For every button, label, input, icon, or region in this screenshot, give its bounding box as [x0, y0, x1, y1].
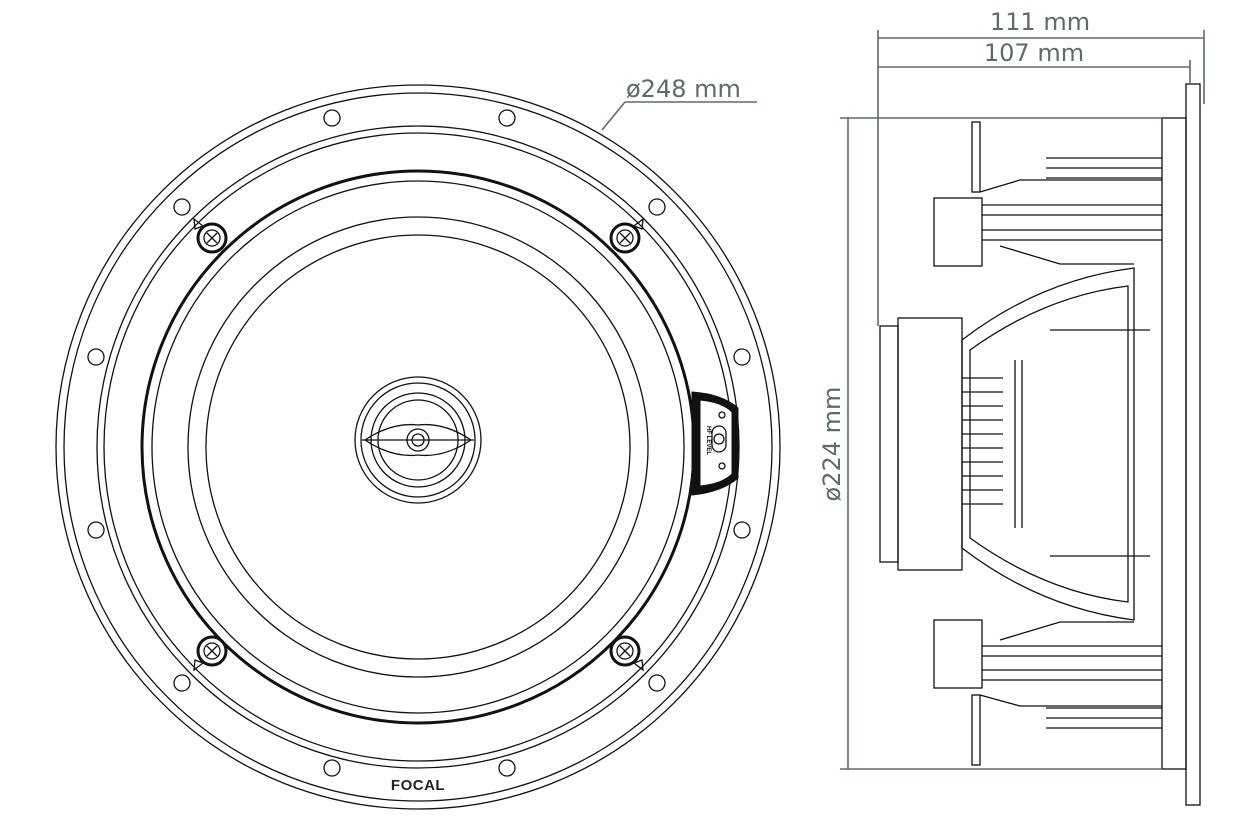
screw-top-right	[609, 217, 644, 254]
clamp-top	[933, 121, 1162, 267]
clamp-bottom	[933, 619, 1162, 766]
cutout-diameter-dimension: ø224 mm	[818, 117, 1162, 770]
grille-ring-outer	[96, 125, 740, 769]
screw-top-left	[193, 217, 228, 254]
depth-total-label: 111 mm	[990, 8, 1090, 36]
woofer-cone-outer	[187, 216, 649, 678]
tweeter	[354, 376, 482, 504]
outer-diameter-label: ø248 mm	[626, 75, 741, 103]
mounting-holes	[87, 109, 751, 777]
side-view: 111 mm 107 mm ø224 mm	[818, 8, 1205, 806]
woofer-cone	[205, 234, 631, 660]
speaker-surround-outer	[140, 169, 696, 725]
screw-bottom-left	[193, 635, 228, 672]
speaker-surround	[151, 180, 685, 714]
outer-flange	[55, 84, 781, 810]
front-view: HF LEVEL FOCAL ø248 mm	[55, 75, 781, 810]
hf-level-switch: HF LEVEL	[691, 391, 739, 496]
hf-level-label: HF LEVEL	[705, 426, 711, 455]
screw-bottom-right	[609, 635, 644, 672]
outer-diameter-dimension: ø248 mm	[601, 75, 757, 131]
depth-mount-label: 107 mm	[984, 39, 1084, 67]
heatsink-fins	[962, 377, 1003, 505]
depth-mount-dimension: 107 mm	[878, 39, 1191, 84]
side-bezel	[1185, 83, 1201, 806]
brand-logo-text: FOCAL	[391, 777, 445, 794]
cutout-diameter-label: ø224 mm	[818, 387, 846, 502]
magnet	[879, 317, 963, 571]
basket	[961, 267, 1150, 621]
side-mounting-plate	[1161, 117, 1187, 770]
depth-total-dimension: 111 mm	[877, 8, 1205, 326]
flange-inner-edge	[63, 92, 773, 802]
